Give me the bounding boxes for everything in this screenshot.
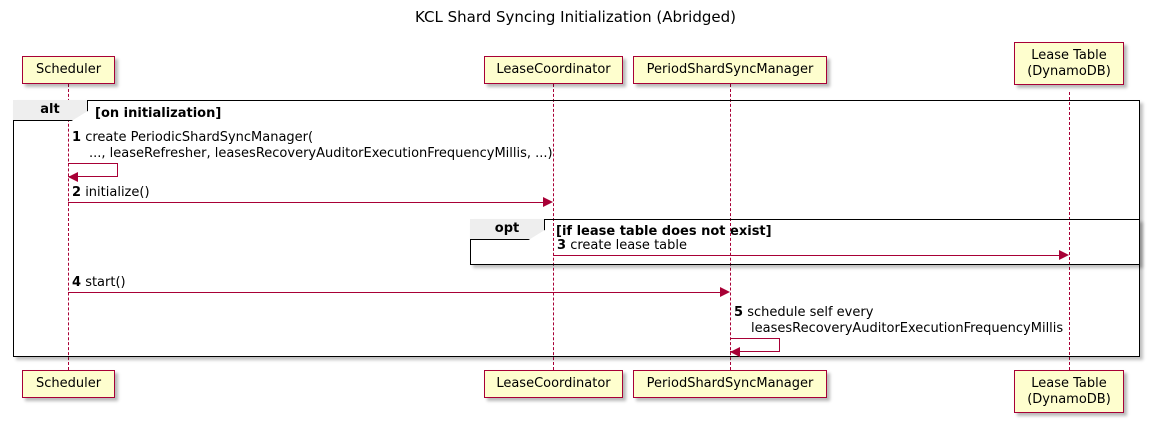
fragment-alt-tab: alt [13,100,88,121]
message-2-label: 2 initialize() [72,185,150,201]
message-1-label-line2: ..., leaseRefresher, leasesRecoveryAudit… [89,146,553,162]
message-5-label: 5 schedule self every [734,305,873,321]
lifeline-scheduler [68,84,69,370]
message-5-label-line2: leasesRecoveryAuditorExecutionFrequencyM… [751,321,1063,337]
fragment-opt [470,219,1140,265]
participant-scheduler-label: Scheduler [35,62,102,77]
message-1-text-line1: create PeriodicShardSyncManager( [85,130,314,145]
message-1-text-line2: ..., leaseRefresher, leasesRecoveryAudit… [89,146,553,161]
message-5-self-loop [730,338,780,352]
participant-lease-table-label-bottom-line2: (DynamoDB) [1027,392,1111,407]
fragment-opt-tab: opt [470,219,545,240]
participant-lease-table-label-line1: Lease Table [1031,48,1107,63]
participant-lease-coordinator-bottom[interactable]: LeaseCoordinator [484,370,623,398]
message-2-text: initialize() [85,185,150,200]
message-2-number: 2 [72,185,82,200]
participant-scheduler-label-bottom: Scheduler [35,376,102,391]
message-4-arrowhead [720,287,730,297]
participant-lease-coordinator-label-bottom: LeaseCoordinator [496,376,611,391]
message-5-text-line1: schedule self every [747,305,874,320]
message-4-line [68,292,720,293]
participant-lease-table-top[interactable]: Lease Table (DynamoDB) [1014,42,1124,85]
participant-lease-table-label-bottom-line1: Lease Table [1031,376,1107,391]
lifeline-lease-coordinator [553,84,554,370]
message-4-label: 4 start() [72,275,126,291]
message-5-number: 5 [734,305,744,320]
message-5-text-line2: leasesRecoveryAuditorExecutionFrequencyM… [751,321,1064,336]
message-1-arrowhead [68,172,78,182]
message-4-number: 4 [72,275,82,290]
message-3-arrowhead [1059,250,1069,260]
message-2-line [68,202,543,203]
message-5-arrowhead [730,347,740,357]
participant-scheduler-top[interactable]: Scheduler [22,56,115,84]
message-2-arrowhead [543,197,553,207]
message-3-number: 3 [557,238,567,253]
message-1-label: 1 create PeriodicShardSyncManager( [72,130,313,146]
message-3-line [553,255,1059,256]
message-1-self-loop [68,163,118,177]
participant-lease-coordinator-top[interactable]: LeaseCoordinator [484,56,623,84]
participant-lease-coordinator-label: LeaseCoordinator [496,62,611,77]
fragment-alt-guard: [on initialization] [95,106,222,121]
lifeline-period-shard-sync-manager [730,84,731,370]
lifeline-lease-table [1069,92,1070,370]
message-3-label: 3 create lease table [557,238,687,254]
participant-scheduler-bottom[interactable]: Scheduler [22,370,115,398]
participant-period-shard-sync-manager-label: PeriodShardSyncManager [646,62,814,77]
participant-lease-table-bottom[interactable]: Lease Table (DynamoDB) [1014,370,1124,413]
participant-period-shard-sync-manager-bottom[interactable]: PeriodShardSyncManager [633,370,827,398]
message-3-text: create lease table [570,238,687,253]
page-title: KCL Shard Syncing Initialization (Abridg… [415,8,736,26]
message-4-text: start() [85,275,126,290]
participant-lease-table-label-line2: (DynamoDB) [1027,64,1111,79]
fragment-opt-guard: [if lease table does not exist] [556,224,772,239]
participant-period-shard-sync-manager-label-bottom: PeriodShardSyncManager [646,376,814,391]
message-1-number: 1 [72,130,82,145]
participant-period-shard-sync-manager-top[interactable]: PeriodShardSyncManager [633,56,827,84]
